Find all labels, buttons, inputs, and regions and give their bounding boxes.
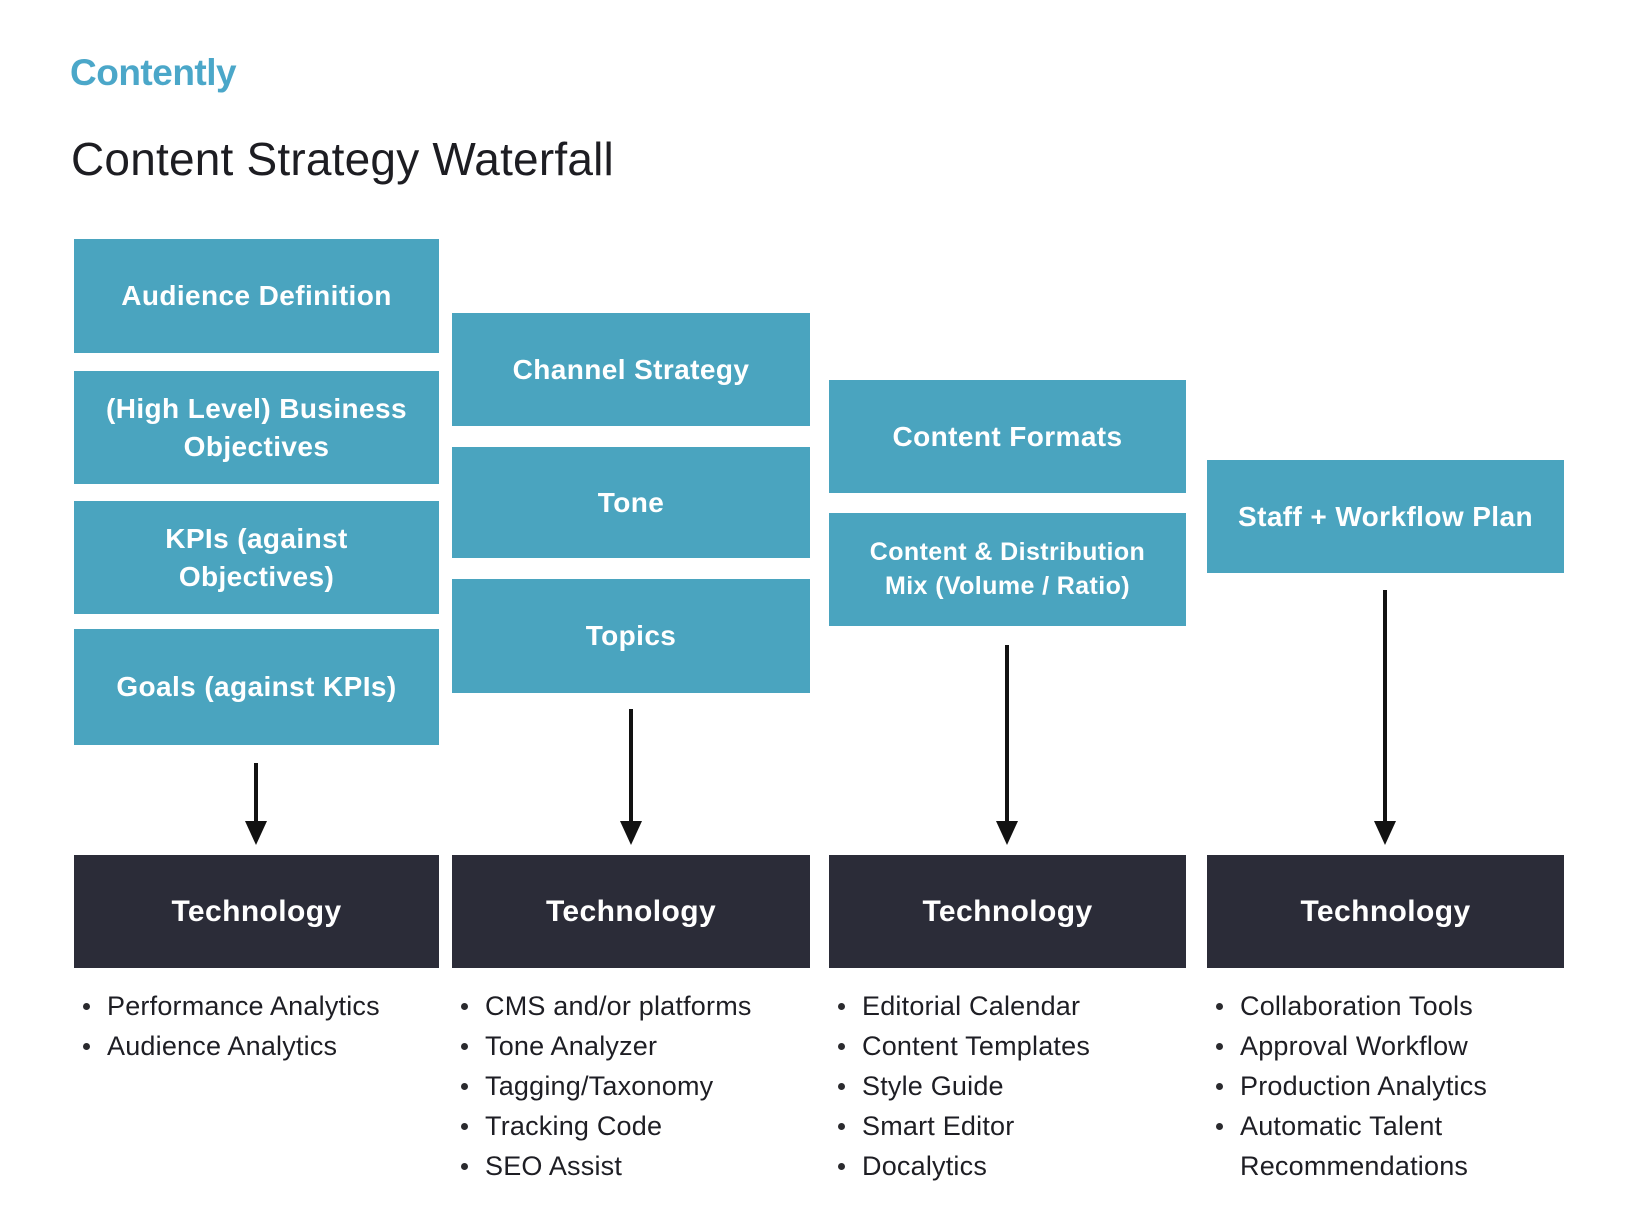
bullet-icon: [461, 1163, 468, 1170]
bullet-icon: [838, 1163, 845, 1170]
list-item: Style Guide: [829, 1066, 1186, 1106]
list-item: Approval Workflow: [1207, 1026, 1564, 1066]
technology-tools-list-column-3: Editorial Calendar Content Templates Sty…: [829, 986, 1186, 1186]
contently-logo: Contently: [70, 52, 237, 93]
bullet-icon: [461, 1123, 468, 1130]
list-item: Audience Analytics: [74, 1026, 439, 1066]
list-item: Smart Editor: [829, 1106, 1186, 1146]
technology-tools-list-column-2: CMS and/or platforms Tone Analyzer Taggi…: [452, 986, 810, 1186]
stage-box-staff-workflow-plan: Staff + Workflow Plan: [1207, 460, 1564, 573]
bullet-icon: [461, 1043, 468, 1050]
arrow-shaft: [254, 763, 258, 825]
bullet-icon: [1216, 1003, 1223, 1010]
bullet-icon: [838, 1003, 845, 1010]
list-item: Automatic Talent Recommendations: [1207, 1106, 1564, 1186]
technology-box-column-1: Technology: [74, 855, 439, 968]
arrow-shaft: [1383, 590, 1387, 825]
list-item: Docalytics: [829, 1146, 1186, 1186]
bullet-icon: [83, 1003, 90, 1010]
stage-box-audience-definition: Audience Definition: [74, 239, 439, 353]
technology-box-column-2: Technology: [452, 855, 810, 968]
bullet-icon: [1216, 1083, 1223, 1090]
bullet-icon: [461, 1003, 468, 1010]
technology-box-column-4: Technology: [1207, 855, 1564, 968]
list-item: Editorial Calendar: [829, 986, 1186, 1026]
bullet-icon: [838, 1043, 845, 1050]
bullet-icon: [461, 1083, 468, 1090]
bullet-icon: [83, 1043, 90, 1050]
list-item: SEO Assist: [452, 1146, 810, 1186]
flow-arrow-column-4: [1373, 590, 1397, 845]
arrow-head-icon: [620, 821, 642, 845]
list-item: Production Analytics: [1207, 1066, 1564, 1106]
stage-box-topics: Topics: [452, 579, 810, 693]
arrow-head-icon: [1374, 821, 1396, 845]
technology-tools-list-column-1: Performance Analytics Audience Analytics: [74, 986, 439, 1066]
list-item: CMS and/or platforms: [452, 986, 810, 1026]
bullet-icon: [1216, 1123, 1223, 1130]
stage-box-channel-strategy: Channel Strategy: [452, 313, 810, 426]
flow-arrow-column-3: [995, 645, 1019, 845]
list-item: Tagging/Taxonomy: [452, 1066, 810, 1106]
list-item: Collaboration Tools: [1207, 986, 1564, 1026]
stage-box-business-objectives: (High Level) Business Objectives: [74, 371, 439, 484]
arrow-shaft: [629, 709, 633, 825]
technology-box-column-3: Technology: [829, 855, 1186, 968]
flow-arrow-column-2: [619, 709, 643, 845]
stage-box-tone: Tone: [452, 447, 810, 558]
arrow-head-icon: [996, 821, 1018, 845]
flow-arrow-column-1: [244, 763, 268, 845]
page-title: Content Strategy Waterfall: [71, 133, 614, 185]
stage-box-content-formats: Content Formats: [829, 380, 1186, 493]
stage-box-content-distribution-mix: Content & Distribution Mix (Volume / Rat…: [829, 513, 1186, 626]
bullet-icon: [1216, 1043, 1223, 1050]
list-item: Tracking Code: [452, 1106, 810, 1146]
technology-tools-list-column-4: Collaboration Tools Approval Workflow Pr…: [1207, 986, 1564, 1186]
bullet-icon: [838, 1083, 845, 1090]
list-item: Performance Analytics: [74, 986, 439, 1026]
bullet-icon: [838, 1123, 845, 1130]
stage-box-goals: Goals (against KPIs): [74, 629, 439, 745]
arrow-head-icon: [245, 821, 267, 845]
list-item: Tone Analyzer: [452, 1026, 810, 1066]
list-item: Content Templates: [829, 1026, 1186, 1066]
arrow-shaft: [1005, 645, 1009, 825]
stage-box-kpis: KPIs (against Objectives): [74, 501, 439, 614]
